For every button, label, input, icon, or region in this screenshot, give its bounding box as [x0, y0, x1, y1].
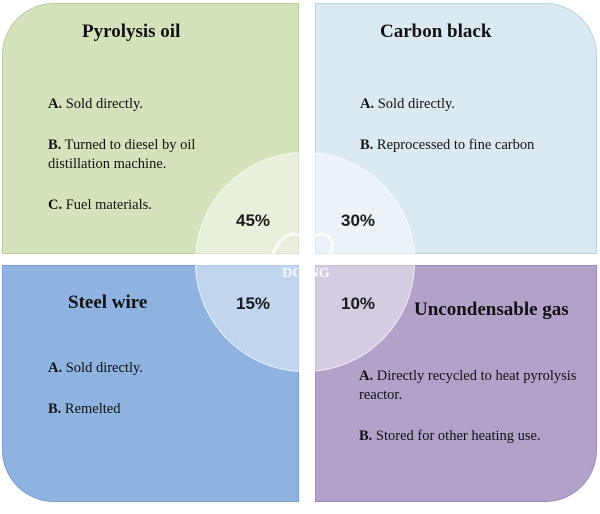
list-item: C. Fuel materials.: [48, 197, 152, 213]
steel-wire-percent: 15%: [236, 294, 271, 313]
carbon-black-list: A. Sold directly. B. Reprocessed to fine…: [360, 95, 585, 177]
svg-text:DOING: DOING: [282, 266, 330, 280]
pyrolysis-oil-percent: 45%: [236, 211, 271, 230]
pyrolysis-oil-panel: [2, 3, 299, 254]
pyrolysis-oil-title: Pyrolysis oil: [82, 21, 181, 42]
steel-wire-title: Steel wire: [68, 292, 148, 313]
list-item: B. Turned to diesel by oil distillation …: [48, 137, 196, 172]
uncondensable-gas-percent: 10%: [341, 294, 376, 313]
carbon-black-panel: [315, 3, 597, 254]
list-item: A. Sold directly.: [360, 96, 455, 112]
list-item: A. Sold directly.: [48, 360, 143, 376]
carbon-black-title: Carbon black: [380, 21, 492, 42]
steel-wire-panel: [2, 265, 299, 502]
pyrolysis-oil-list: A. Sold directly. B. Turned to diesel by…: [48, 95, 253, 237]
list-item: B. Remelted: [48, 401, 121, 417]
uncondensable-gas-title: Uncondensable gas: [414, 299, 569, 320]
list-item: B. Reprocessed to fine carbon: [360, 137, 535, 153]
list-item: A. Sold directly.: [48, 96, 143, 112]
uncondensable-gas-panel: [315, 265, 597, 502]
steel-wire-list: A. Sold directly. B. Remelted: [48, 359, 248, 441]
doing-logo-icon: DOING: [258, 222, 354, 285]
center-circle: [195, 152, 415, 372]
carbon-black-percent: 30%: [341, 211, 376, 230]
list-item: B. Stored for other heating use.: [359, 428, 541, 444]
list-item: A. Directly recycled to heat pyrolysis r…: [359, 368, 577, 403]
uncondensable-gas-list: A. Directly recycled to heat pyrolysis r…: [359, 367, 584, 468]
